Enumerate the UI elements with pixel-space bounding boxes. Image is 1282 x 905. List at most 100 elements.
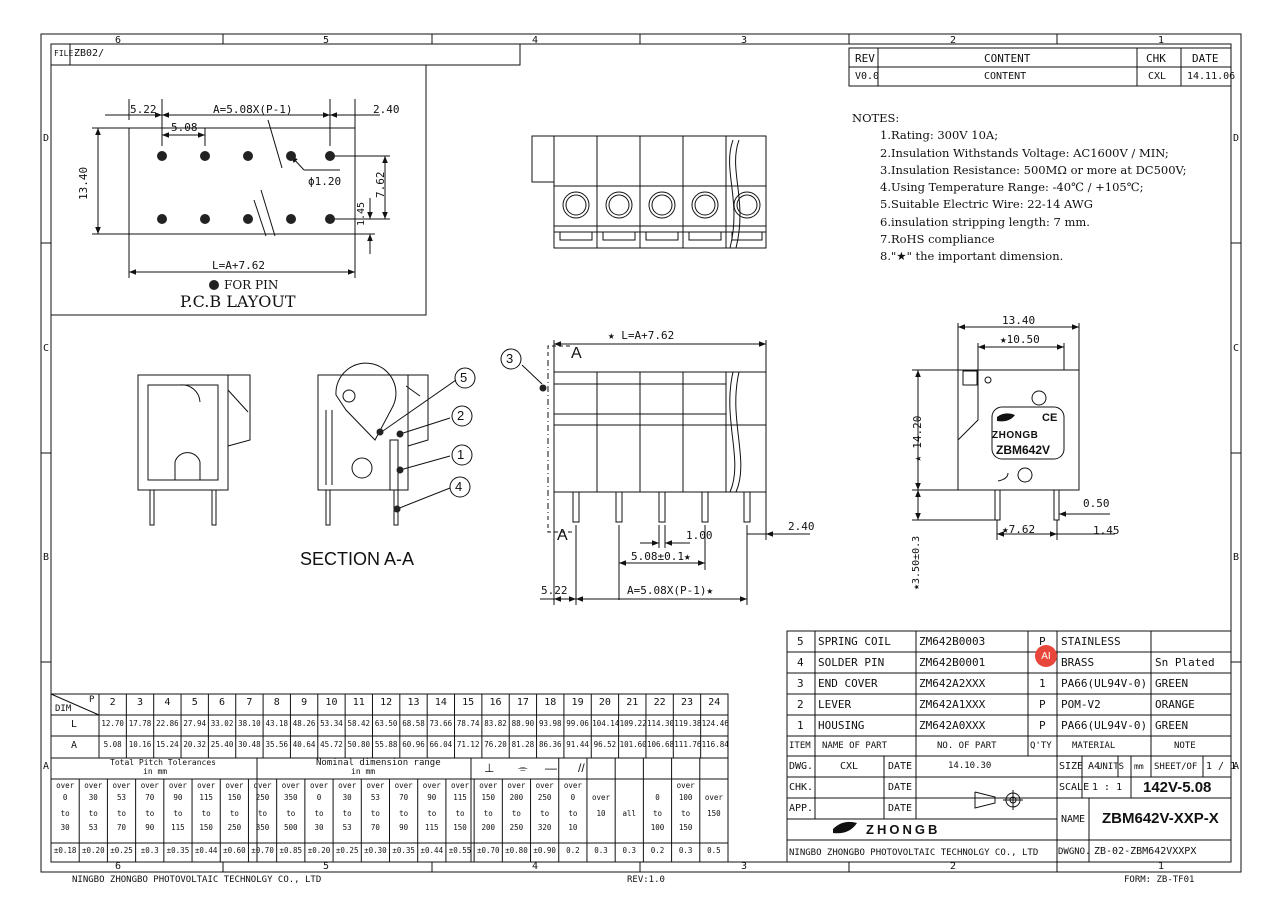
dim-table-cell: 18 — [544, 697, 557, 708]
tolerance-cell: 115 — [171, 823, 185, 832]
dim-table-cell: 43.18 — [265, 719, 289, 728]
side-dim-1340: 13.40 — [1002, 314, 1036, 327]
bom-qty: P — [1039, 698, 1046, 711]
tolerance-cell: 200 — [509, 793, 524, 802]
title-block-grid — [786, 630, 1232, 863]
dim-table-cell: 88.90 — [511, 719, 535, 728]
tolerance-cell: 30 — [314, 823, 324, 832]
bom-qty: 1 — [1039, 677, 1046, 690]
front-dim-240: 2.40 — [788, 520, 815, 533]
pcb-dim-762: 7.62 — [374, 171, 387, 199]
note-item: 3.Insulation Resistance: 500MΩ or more a… — [880, 162, 1187, 177]
dim-table-cell: 20 — [598, 697, 611, 708]
tolerance-cell: over — [422, 781, 441, 790]
front-dim-a: A=5.08X(P-1)★ — [627, 584, 714, 597]
cut-label-a-top: A — [571, 345, 582, 362]
dim-table-cell: 55.88 — [374, 740, 398, 749]
tolerance-cell: 30 — [60, 823, 70, 832]
tolerance-cell: over — [253, 781, 272, 790]
dim-table-cell: 10.16 — [128, 740, 152, 749]
dim-table-cell: 21 — [626, 697, 639, 708]
bom-material: BRASS — [1061, 656, 1095, 669]
dim-table-cell: 7 — [246, 697, 253, 708]
tolerance-cell: 0 — [655, 793, 660, 802]
zone-left-d: D — [43, 133, 50, 144]
dim-table-cell: 114.30 — [646, 719, 675, 728]
zone-right-b: B — [1233, 552, 1240, 563]
tolerance-cell: to — [145, 809, 155, 818]
dim-table-cell: 19 — [571, 697, 584, 708]
dim-table-cell: 16 — [489, 697, 502, 708]
bom-name: END COVER — [818, 677, 878, 690]
tolerance-cell: over — [450, 781, 470, 790]
bom-material: POM-V2 — [1061, 698, 1101, 711]
dim-table-cell: 33.02 — [210, 719, 234, 728]
notes: NOTES: 1.Rating: 300V 10A; 2.Insulation … — [852, 110, 1187, 266]
dim-table-cell: 53.34 — [320, 719, 343, 728]
tolerance-cell: 0 — [570, 793, 576, 802]
pcb-dim-1340: 13.40 — [77, 166, 90, 200]
tolerance-cell: 53 — [370, 793, 380, 802]
zone-bottom-6: 6 — [115, 861, 122, 872]
tolerance-cell: to — [681, 809, 691, 818]
dim-table-cell: 111.76 — [674, 740, 702, 749]
tolerance-cell: 70 — [370, 823, 380, 832]
zone-top-1: 1 — [1158, 35, 1165, 46]
logo-text: ZHONGB — [866, 822, 941, 837]
tolerance-cell: 115 — [199, 793, 213, 802]
bom-note: ORANGE — [1155, 698, 1195, 711]
tolerance-cell: over — [56, 781, 75, 790]
zone-bottom-3: 3 — [741, 861, 748, 872]
rev-value: V0.0 — [855, 71, 880, 82]
tolerance-cell: all — [622, 809, 637, 818]
tolerance-cell: to — [173, 809, 183, 818]
dim-table-cell: 40.64 — [292, 740, 316, 749]
tolerance-cell: 100 — [678, 793, 693, 802]
tolerance-cell: to — [540, 809, 550, 818]
side-dim-1050: ★10.50 — [1000, 333, 1040, 346]
bom-header: NOTE — [1174, 741, 1196, 751]
tolerance-cell: 0.3 — [594, 846, 608, 855]
balloon-1: 1 — [457, 447, 465, 462]
section-title: SECTION A-A — [300, 549, 415, 569]
zone-bottom-2: 2 — [950, 861, 957, 872]
pcb-dim-l: L=A+7.62 — [212, 259, 265, 272]
tolerance-cell: 90 — [427, 793, 437, 802]
dim-table-cell: 12 — [380, 697, 393, 708]
name-label: NAME — [1061, 814, 1086, 825]
ai-assistant-button[interactable]: AI — [1035, 645, 1057, 667]
side-dim-145: 1.45 — [1093, 524, 1120, 537]
tolerance-cell: 150 — [481, 793, 495, 802]
pcb-holes — [157, 151, 335, 290]
tolerance-cell: over — [394, 781, 413, 790]
tolerance-cell: ±0.30 — [364, 846, 387, 855]
tolerance-cell: 0.3 — [622, 846, 637, 855]
dwgno-value: ZB-02-ZBM642VXXPX — [1094, 846, 1197, 857]
bom-material: PA66(UL94V-0) — [1061, 677, 1148, 690]
pcb-dim-hole: ϕ1.20 — [308, 175, 342, 188]
bom-qty: P — [1039, 719, 1046, 732]
front-dim-100: 1.00 — [686, 529, 713, 542]
dim-corner-dim: DIM — [55, 704, 72, 714]
note-item: 6.insulation stripping length: 7 mm. — [880, 214, 1090, 229]
tolerance-cell: over — [479, 781, 498, 790]
front-view — [500, 340, 810, 605]
tolerance-cell: 250 — [227, 823, 242, 832]
tolerance-cell: ±0.18 — [53, 846, 77, 855]
dim-table-cell: 27.94 — [183, 719, 206, 728]
side-view-logo-mark — [997, 413, 1015, 482]
tolerance-cell: over — [197, 781, 216, 790]
tolerance-cell: 53 — [88, 823, 98, 832]
dim-table-cell: 15.24 — [156, 740, 179, 749]
tolerance-cell: 30 — [88, 793, 98, 802]
bom-note: GREEN — [1155, 719, 1189, 732]
dim-table-cell: 83.82 — [484, 719, 507, 728]
front-dim-pitch: 5.08±0.1★ — [631, 550, 691, 563]
tolerance-cell: to — [511, 809, 521, 818]
name-value: ZBM642V-XXP-X — [1102, 810, 1219, 827]
note-item: 4.Using Temperature Range: -40℃ / +105℃; — [880, 180, 1144, 195]
side-dim-050: 0.50 — [1083, 497, 1110, 510]
tolerance-cell: 150 — [707, 809, 721, 818]
tolerance-cell: ±0.90 — [533, 846, 556, 855]
